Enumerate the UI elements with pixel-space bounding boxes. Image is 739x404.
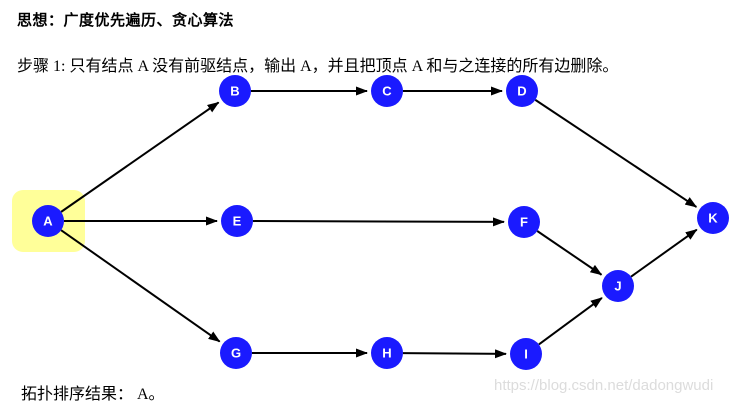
node-circle-F — [508, 206, 540, 238]
node-circle-A — [32, 205, 64, 237]
step-description: 步骤 1: 只有结点 A 没有前驱结点，输出 A，并且把顶点 A 和与之连接的所… — [17, 58, 619, 75]
node-label-I: I — [524, 347, 528, 362]
graph-node-K: K — [697, 202, 729, 234]
edge-F-J — [536, 230, 603, 276]
page-title: 思想：广度优先遍历、贪心算法 — [17, 12, 235, 29]
node-label-B: B — [230, 84, 239, 99]
graph-node-G: G — [220, 337, 252, 369]
edge-E-F — [252, 217, 506, 227]
node-circle-C — [371, 75, 403, 107]
node-label-A: A — [43, 214, 53, 229]
node-label-G: G — [231, 346, 241, 361]
edge-J-K — [630, 228, 698, 278]
result-text: 拓扑排序结果： A。 — [21, 386, 165, 403]
node-label-D: D — [517, 84, 526, 99]
node-circle-B — [219, 75, 251, 107]
edge-A-G — [60, 229, 221, 343]
node-circle-E — [221, 205, 253, 237]
node-circle-H — [371, 337, 403, 369]
graph-node-H: H — [371, 337, 403, 369]
node-label-K: K — [708, 211, 718, 226]
edge-I-J — [538, 297, 603, 346]
node-layer: A B C D E F G H I J K — [32, 75, 729, 370]
graph-node-A: A — [32, 205, 64, 237]
watermark: https://blog.csdn.net/dadongwudi — [494, 377, 714, 394]
node-label-H: H — [382, 346, 391, 361]
edge-D-K — [534, 99, 698, 208]
node-circle-J — [602, 270, 634, 302]
node-label-J: J — [614, 279, 621, 294]
graph-node-B: B — [219, 75, 251, 107]
node-label-F: F — [520, 215, 528, 230]
node-circle-K — [697, 202, 729, 234]
edge-layer — [60, 86, 698, 359]
edge-H-I — [402, 349, 508, 359]
graph-node-I: I — [510, 338, 542, 370]
node-circle-D — [506, 75, 538, 107]
graph-node-F: F — [508, 206, 540, 238]
graph-node-C: C — [371, 75, 403, 107]
edge-A-B — [60, 101, 220, 213]
node-circle-I — [510, 338, 542, 370]
graph-node-D: D — [506, 75, 538, 107]
graph-node-E: E — [221, 205, 253, 237]
node-circle-G — [220, 337, 252, 369]
node-label-C: C — [382, 84, 392, 99]
node-label-E: E — [233, 214, 242, 229]
graph-node-J: J — [602, 270, 634, 302]
